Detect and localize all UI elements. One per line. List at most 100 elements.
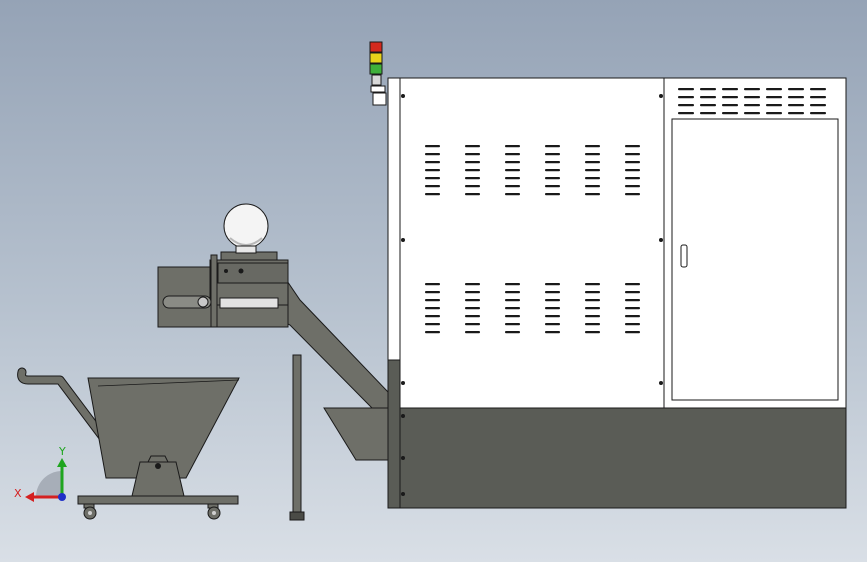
vent-slot	[625, 153, 640, 156]
door-handle-icon[interactable]	[680, 244, 688, 268]
vent-slot	[505, 169, 520, 172]
vent-slot	[585, 323, 600, 326]
vent-slot	[585, 299, 600, 302]
vent-slot	[625, 185, 640, 188]
vent-slot	[700, 112, 716, 115]
vent-slot	[505, 299, 520, 302]
caster-left	[83, 503, 97, 520]
vent-slot	[465, 177, 480, 180]
cabinet-side-panel	[399, 77, 665, 409]
vent-slot	[505, 307, 520, 310]
vent-slot	[585, 145, 600, 148]
vent-slot	[722, 88, 738, 91]
y-axis-label: Y	[58, 445, 66, 458]
vent-slot	[585, 307, 600, 310]
vent-slot	[625, 299, 640, 302]
vent-slot	[744, 104, 760, 107]
vent-slot	[425, 323, 440, 326]
vent-slot	[465, 161, 480, 164]
vent-slot	[545, 145, 560, 148]
conveyor-support-leg	[292, 354, 302, 514]
vent-slots-lower	[425, 283, 640, 334]
vent-slot	[505, 193, 520, 196]
vent-slot	[465, 185, 480, 188]
view-orientation-triad[interactable]: Y X	[14, 445, 67, 502]
machine-cabinet[interactable]	[387, 77, 847, 509]
vent-slot	[810, 104, 826, 107]
vent-slot	[700, 88, 716, 91]
vent-slot	[722, 112, 738, 115]
vent-slot	[678, 96, 694, 99]
vent-slot	[505, 177, 520, 180]
vent-slot	[425, 299, 440, 302]
vent-slot	[465, 291, 480, 294]
vent-slot	[766, 112, 782, 115]
vent-slot	[810, 112, 826, 115]
x-axis-label: X	[14, 487, 22, 500]
vent-slot	[545, 153, 560, 156]
vent-slot	[585, 315, 600, 318]
stack-light	[369, 41, 387, 106]
vent-slot	[425, 161, 440, 164]
vent-slot	[425, 307, 440, 310]
vent-slot	[465, 193, 480, 196]
vent-slot	[505, 185, 520, 188]
vent-slot	[722, 104, 738, 107]
vent-slot	[585, 169, 600, 172]
vent-slot	[545, 161, 560, 164]
vent-slot	[545, 299, 560, 302]
vent-slot	[505, 283, 520, 286]
stack-light-red	[369, 41, 383, 53]
vent-slot	[766, 104, 782, 107]
hopper-bin	[87, 377, 240, 479]
vent-slot	[585, 331, 600, 334]
vent-slot	[465, 169, 480, 172]
vent-slot	[425, 315, 440, 318]
vent-slot	[625, 193, 640, 196]
vent-slot	[545, 169, 560, 172]
vent-slot	[625, 283, 640, 286]
vent-slot	[545, 315, 560, 318]
vent-slot	[788, 88, 804, 91]
vent-slot	[585, 185, 600, 188]
stack-light-green	[369, 63, 383, 75]
vent-slot	[545, 323, 560, 326]
vent-slot	[766, 88, 782, 91]
vent-slot	[505, 315, 520, 318]
vent-slot	[545, 331, 560, 334]
vent-slot	[465, 331, 480, 334]
vent-slot	[625, 331, 640, 334]
vent-slot	[465, 145, 480, 148]
vent-slot	[788, 96, 804, 99]
vent-slot	[585, 291, 600, 294]
vent-slot	[465, 323, 480, 326]
vent-slot	[625, 161, 640, 164]
stack-light-yellow	[369, 52, 383, 64]
vent-slot	[766, 96, 782, 99]
vent-slot	[678, 112, 694, 115]
electrical-panel-door[interactable]	[671, 118, 839, 401]
vent-slot	[625, 315, 640, 318]
vent-slot	[545, 177, 560, 180]
vent-slot	[425, 193, 440, 196]
vent-slot	[585, 161, 600, 164]
vent-slot	[788, 104, 804, 107]
vent-slot	[505, 323, 520, 326]
vent-slot	[625, 169, 640, 172]
vent-slot	[810, 88, 826, 91]
vent-slot	[465, 283, 480, 286]
vent-slot	[744, 88, 760, 91]
vent-slot	[585, 153, 600, 156]
chip-conveyor[interactable]	[157, 203, 389, 521]
vent-slots-upper	[425, 145, 640, 196]
cabinet-base	[387, 407, 847, 509]
vent-slot	[625, 145, 640, 148]
vent-slot	[585, 177, 600, 180]
conveyor-motor	[223, 203, 269, 249]
vent-slot	[625, 177, 640, 180]
vent-slot	[425, 177, 440, 180]
vent-slot	[545, 283, 560, 286]
chip-hopper-cart[interactable]	[17, 367, 240, 520]
caster-right	[207, 503, 221, 520]
